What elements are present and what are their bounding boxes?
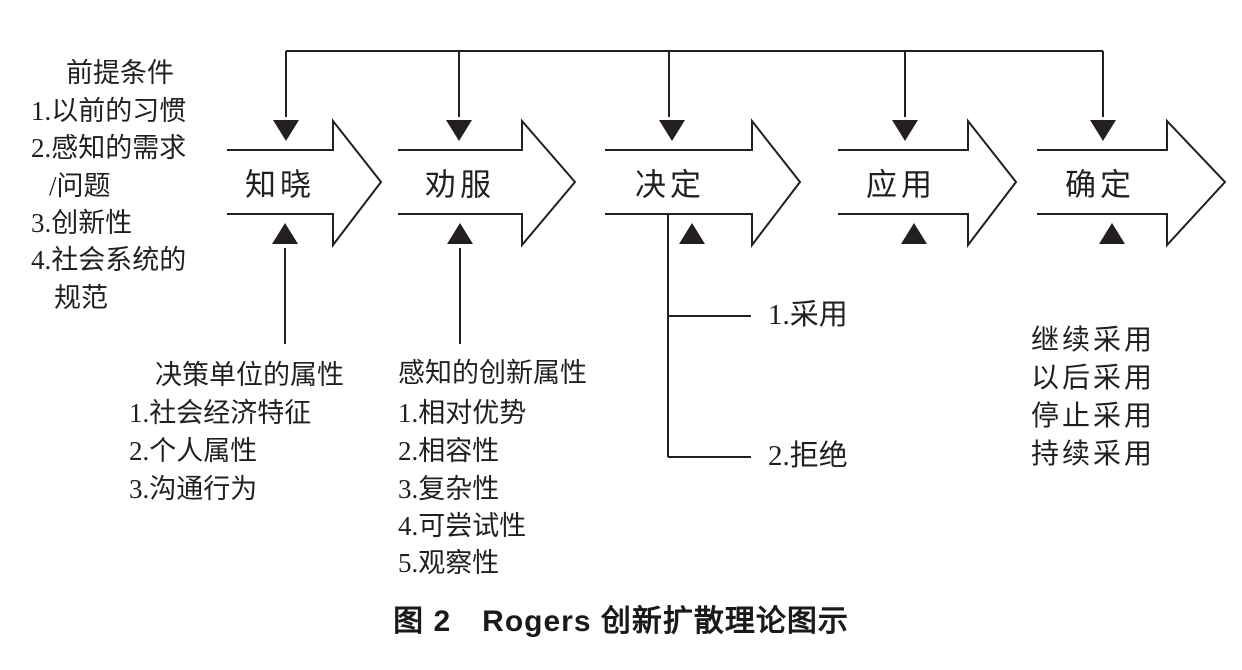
prerequisite-item: 2.感知的需求 <box>31 133 187 163</box>
stage-label-confirmation: 确定 <box>1065 167 1135 203</box>
prerequisite-item: 4.社会系统的 <box>31 245 187 275</box>
decision-unit-item: 1.社会经济特征 <box>129 398 312 428</box>
prerequisite-item: 规范 <box>54 283 108 313</box>
decision-unit-item: 2.个人属性 <box>129 436 258 466</box>
stage-arrow-implementation <box>838 118 1018 248</box>
up-arrowhead-icons <box>272 223 1125 244</box>
innovation-attribute-item: 3.复杂性 <box>398 474 500 504</box>
stage-arrow-persuasion <box>398 118 577 248</box>
prerequisites-title: 前提条件 <box>66 58 174 88</box>
innovation-attribute-item: 5.观察性 <box>398 548 500 578</box>
feedback-bus-lines <box>285 50 1104 117</box>
stage-label-knowledge: 知晓 <box>245 167 315 203</box>
innovation-attributes-title: 感知的创新属性 <box>398 358 587 388</box>
confirmation-outcome: 停止采用 <box>1031 401 1156 432</box>
confirmation-outcome: 持续采用 <box>1031 439 1156 470</box>
stage-label-implementation: 应用 <box>866 167 936 203</box>
innovation-attribute-item: 4.可尝试性 <box>398 511 527 541</box>
innovation-attribute-item: 1.相对优势 <box>398 398 527 428</box>
down-arrowhead-icons <box>273 120 1116 141</box>
stage-arrow-confirmation <box>1037 118 1227 248</box>
stage-label-persuasion: 劝服 <box>425 167 495 203</box>
stage-arrow-knowledge <box>227 118 383 248</box>
decision-outcome-reject: 2.拒绝 <box>768 440 848 472</box>
prerequisite-item: /问题 <box>49 171 111 201</box>
stage-label-decision: 决定 <box>635 167 705 203</box>
stage-arrow-decision <box>605 118 802 248</box>
figure-caption: 图 2 Rogers 创新扩散理论图示 <box>393 605 849 638</box>
decision-outcome-adopt: 1.采用 <box>768 299 848 331</box>
prerequisite-item: 3.创新性 <box>31 208 133 238</box>
connector-lines <box>284 214 751 458</box>
stage-arrow-outlines <box>227 118 1227 248</box>
prerequisite-item: 1.以前的习惯 <box>31 96 187 126</box>
confirmation-outcome: 以后采用 <box>1031 363 1156 394</box>
confirmation-outcome: 继续采用 <box>1031 325 1156 356</box>
decision-unit-title: 决策单位的属性 <box>155 360 344 390</box>
innovation-attribute-item: 2.相容性 <box>398 436 500 466</box>
decision-unit-item: 3.沟通行为 <box>129 474 258 504</box>
